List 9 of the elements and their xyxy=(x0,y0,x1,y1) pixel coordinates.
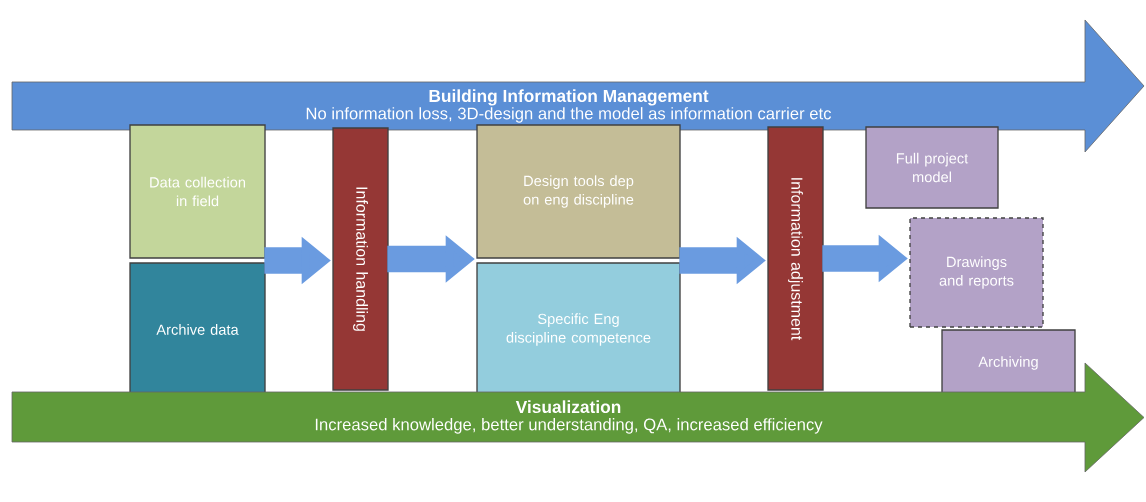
output-box: Archiving xyxy=(941,329,1076,397)
output-box: Drawings and reports xyxy=(909,217,1044,328)
process-box: Design tools dep on eng discipline xyxy=(476,124,681,259)
output-box: Full project model xyxy=(865,126,999,209)
process-box: Data collection in field xyxy=(129,124,266,259)
process-box: Archive data xyxy=(129,262,266,397)
process-box: Specific Eng discipline competence xyxy=(476,262,681,397)
vertical-bar: Information adjustment xyxy=(767,126,824,391)
vertical-bar: Information handling xyxy=(332,127,389,391)
